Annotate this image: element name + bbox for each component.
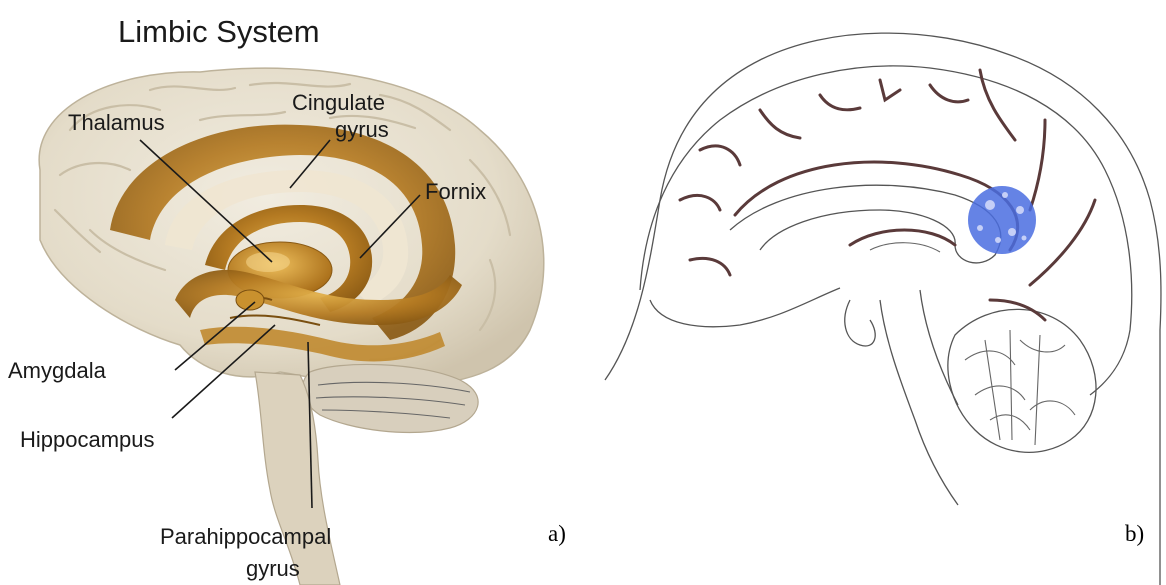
label-parahippocampal-line1: Parahippocampal bbox=[160, 524, 331, 549]
label-cingulate-line2: gyrus bbox=[335, 117, 389, 142]
label-amygdala: Amygdala bbox=[8, 358, 107, 383]
panel-b-label: b) bbox=[1125, 521, 1144, 546]
highlight-region bbox=[968, 186, 1036, 254]
label-parahippocampal-line2: gyrus bbox=[246, 556, 300, 581]
cerebellum-drawing bbox=[948, 309, 1096, 452]
panel-b: b) bbox=[605, 33, 1161, 585]
label-hippocampus: Hippocampus bbox=[20, 427, 155, 452]
panel-a: Limbic System bbox=[8, 14, 566, 585]
label-fornix: Fornix bbox=[425, 179, 486, 204]
sagittal-brain-drawing bbox=[605, 33, 1161, 585]
panel-a-label: a) bbox=[548, 521, 566, 546]
label-cingulate-line1: Cingulate bbox=[292, 90, 385, 115]
brain-illustration bbox=[39, 68, 544, 585]
panel-a-title: Limbic System bbox=[118, 14, 320, 49]
label-thalamus: Thalamus bbox=[68, 110, 165, 135]
